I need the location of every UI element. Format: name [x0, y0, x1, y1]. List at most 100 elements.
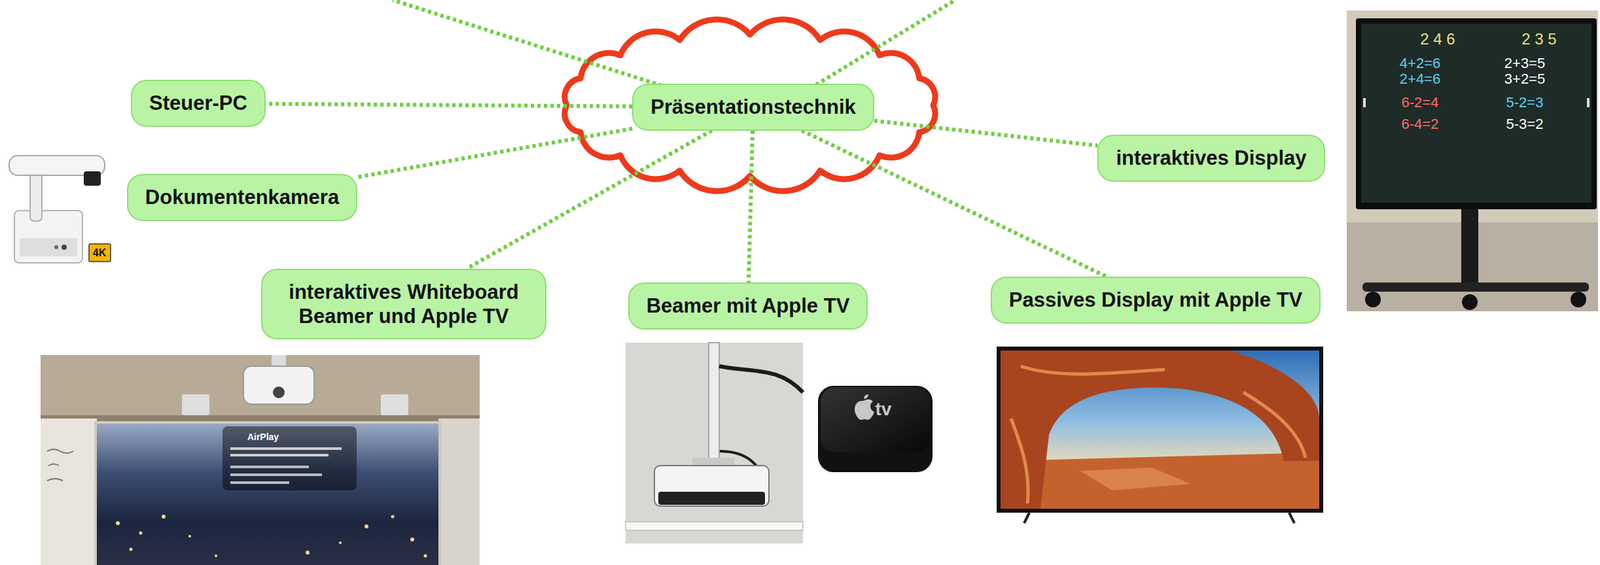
passive-display-picture — [1011, 366, 1306, 504]
whiteboard-projector-picture — [391, 515, 395, 519]
interactive-display-picture — [1355, 18, 1597, 210]
document-camera-picture — [19, 238, 78, 257]
whiteboard-projector-picture — [161, 515, 166, 519]
passive-display-picture — [1079, 467, 1192, 491]
ceiling-projector-picture — [625, 522, 803, 531]
whiteboard-projector-picture — [230, 447, 342, 451]
whiteboard-projector-picture — [410, 537, 415, 542]
board-writing: 6-4=2 — [1401, 117, 1440, 132]
whiteboard-projector-picture — [380, 394, 409, 416]
interactive-display-picture — [1365, 291, 1381, 308]
interactive-display-picture — [1346, 10, 1599, 312]
interactive-display-picture — [1361, 23, 1592, 203]
topic-box: Beamer mit Apple TV — [628, 282, 869, 330]
apple-tv-picture — [854, 399, 875, 421]
whiteboard-projector-picture — [230, 454, 329, 457]
dotted-line — [392, 0, 681, 92]
board-writing: 5-2=3 — [1506, 95, 1544, 110]
screen-text: AirPlay — [247, 432, 279, 442]
node-text: Dokumentenkamera — [145, 185, 339, 210]
whiteboard-projector-picture — [338, 541, 342, 545]
whiteboard-projector-picture — [47, 449, 74, 481]
dotted-line — [392, 0, 956, 92]
node-text: Passives Display mit Apple TV — [1009, 287, 1303, 313]
dotted-connector — [357, 128, 633, 178]
board-writing: 2+4=6 — [1399, 71, 1441, 87]
interactive-display-picture — [1570, 291, 1587, 308]
interactive-display-picture — [1362, 282, 1589, 292]
whiteboard-projector-picture — [214, 554, 218, 558]
passive-display-picture — [996, 346, 1324, 524]
dotted-connector — [466, 130, 712, 269]
document-camera-picture — [14, 210, 83, 264]
interactive-display-picture — [1363, 98, 1366, 108]
dotted-connector — [801, 130, 1108, 278]
topic-box: Steuer-PC — [130, 79, 266, 127]
whiteboard-projector-picture — [40, 355, 480, 565]
passive-display-picture — [1000, 452, 1320, 510]
topic-box: interaktives Display — [1097, 134, 1325, 182]
ceiling-projector-picture — [658, 492, 765, 506]
whiteboard-projector-picture — [222, 426, 357, 491]
document-camera-picture — [61, 244, 67, 250]
ceiling-projector-picture — [719, 366, 803, 393]
apple-tv-picture — [820, 387, 930, 453]
interactive-display-picture — [1461, 294, 1478, 311]
whiteboard-projector-picture — [115, 521, 120, 526]
dotted-connector — [265, 104, 633, 107]
node-text: Beamer mit Apple TV — [646, 293, 851, 319]
board-writing: 6-2=4 — [1401, 95, 1440, 110]
topic-box: interaktives Whiteboard Beamer und Apple… — [261, 268, 547, 340]
apple-tv-picture — [863, 394, 869, 400]
passive-display-picture — [996, 346, 1324, 514]
whiteboard-projector-picture — [40, 355, 480, 565]
topic-box: Passives Display mit Apple TV — [990, 276, 1322, 324]
interactive-display-picture — [1461, 209, 1479, 286]
apple-tv-picture — [817, 386, 933, 473]
whiteboard-projector-picture — [364, 524, 369, 529]
dotted-line — [804, 0, 956, 92]
node-text: Steuer-PC — [149, 90, 248, 116]
interactive-display-picture — [1586, 98, 1590, 108]
resolution-badge: 4K — [92, 248, 107, 259]
whiteboard-projector-picture — [230, 473, 322, 477]
ceiling-projector-picture — [708, 342, 720, 461]
whiteboard-projector-picture — [129, 548, 133, 552]
passive-display-picture — [1000, 350, 1320, 510]
whiteboard-projector-picture — [139, 532, 143, 536]
topic-box: Dokumentenkamera — [126, 174, 358, 221]
passive-display-picture — [1024, 513, 1295, 524]
apple-tv-picture — [817, 386, 933, 473]
whiteboard-projector-picture — [424, 554, 428, 559]
whiteboard-projector-picture — [188, 535, 192, 538]
board-writing: 2+3=5 — [1504, 56, 1546, 71]
document-camera-picture — [83, 171, 101, 186]
document-camera-picture — [88, 244, 111, 262]
dotted-connector — [874, 121, 1099, 146]
interactive-display-picture — [1346, 10, 1599, 312]
whiteboard-projector-picture — [243, 366, 315, 405]
node-text: Präsentationstechnik — [650, 94, 856, 120]
topic-box: Präsentationstechnik — [632, 83, 875, 131]
node-text: interaktives Whiteboard Beamer und Apple… — [279, 280, 529, 329]
whiteboard-projector-picture — [94, 421, 442, 565]
whiteboard-projector-picture — [438, 418, 480, 565]
ceiling-projector-picture — [654, 465, 769, 507]
dotted-connector — [748, 130, 753, 284]
whiteboard-projector-picture — [230, 465, 309, 469]
ceiling-projector-picture — [625, 342, 803, 544]
whiteboard-projector-picture — [40, 418, 97, 565]
board-writing: 2 3 5 — [1521, 31, 1557, 48]
passive-display-picture — [1000, 350, 1320, 510]
node-text: interaktives Display — [1115, 145, 1307, 171]
document-camera-picture — [54, 245, 59, 250]
board-writing: 2 4 6 — [1420, 31, 1455, 48]
whiteboard-projector-picture — [181, 394, 210, 416]
whiteboard-projector-picture — [115, 515, 428, 559]
whiteboard-projector-picture — [230, 481, 290, 485]
whiteboard-projector-picture — [40, 355, 480, 416]
board-writing: 4+2=6 — [1399, 56, 1441, 71]
